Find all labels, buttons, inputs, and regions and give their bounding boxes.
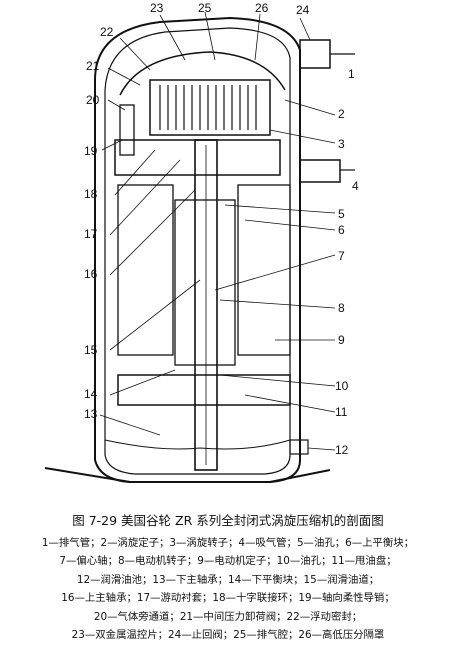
legend-line: 7—偏心轴；8—电动机转子；9—电动机定子；10—油孔；11—甩油盘； [59, 555, 397, 568]
oil-sight [289, 439, 309, 455]
pressure-valve [119, 104, 135, 156]
callout-11: 11 [335, 405, 348, 419]
scroll-block [149, 79, 271, 136]
eccentric-shaft [194, 139, 218, 471]
callout-3: 3 [338, 137, 345, 151]
callout-17: 17 [84, 227, 98, 241]
inner-shell [104, 27, 291, 475]
callout-21: 21 [86, 59, 100, 73]
callout-4: 4 [352, 179, 359, 193]
callout-9: 9 [338, 333, 345, 347]
callout-numbers: 1 2 3 4 5 6 7 8 9 10 11 12 13 14 15 16 1… [84, 1, 359, 457]
oil-sump [104, 439, 291, 450]
legend-line: 20—气体旁通道；21—中间压力卸荷阀；22—浮动密封； [93, 610, 363, 623]
callout-2: 2 [338, 107, 345, 121]
legend-line: 1—排气管；2—涡旋定子；3—涡旋转子；4—吸气管；5—油孔；6—上平衡块； [41, 537, 415, 549]
callout-22: 22 [100, 25, 114, 39]
callout-8: 8 [338, 301, 345, 315]
upper-frame [114, 139, 281, 176]
leader-lines [99, 11, 336, 451]
callout-16: 16 [84, 267, 98, 281]
callout-23: 23 [150, 1, 164, 15]
callout-26: 26 [255, 1, 269, 15]
callout-15: 15 [84, 343, 98, 357]
callout-20: 20 [86, 93, 100, 107]
callout-19: 19 [84, 144, 98, 158]
compressor-cross-section-diagram: 1 2 3 4 5 6 7 8 9 10 11 12 13 14 15 16 1… [44, 1, 359, 483]
callout-1: 1 [348, 67, 355, 81]
callout-24: 24 [296, 3, 310, 17]
callout-14: 14 [84, 387, 98, 401]
lower-frame [117, 374, 291, 406]
callout-7: 7 [338, 249, 345, 263]
motor-stator-left [117, 184, 174, 356]
discharge-pipe [299, 39, 331, 69]
callout-18: 18 [84, 187, 98, 201]
legend-line: 12—润滑油池；13—下主轴承；14—下平衡块；15—润滑油道； [76, 573, 380, 586]
figure-caption: 图 7-29 美国谷轮 ZR 系列全封闭式涡旋压缩机的剖面图 [72, 513, 384, 528]
callout-6: 6 [338, 223, 345, 237]
motor-rotor [174, 199, 236, 366]
legend-line: 16—上主轴承；17—游动衬套；18—十字联接环；19—轴向柔性导销； [61, 592, 395, 605]
callout-25: 25 [198, 1, 212, 15]
motor-stator-right [237, 184, 291, 356]
scroll-wraps [159, 85, 257, 130]
callout-12: 12 [335, 443, 349, 457]
separator-cap [119, 51, 286, 96]
legend-line: 23—双金属温控片；24—止回阀；25—排气腔；26—高低压分隔罩 [71, 629, 385, 642]
base-foot [44, 467, 331, 483]
parts-legend: 1—排气管；2—涡旋定子；3—涡旋转子；4—吸气管；5—油孔；6—上平衡块； 7… [0, 534, 456, 644]
callout-13: 13 [84, 407, 98, 421]
suction-pipe [299, 159, 341, 183]
callout-10: 10 [335, 379, 349, 393]
callout-5: 5 [338, 207, 345, 221]
